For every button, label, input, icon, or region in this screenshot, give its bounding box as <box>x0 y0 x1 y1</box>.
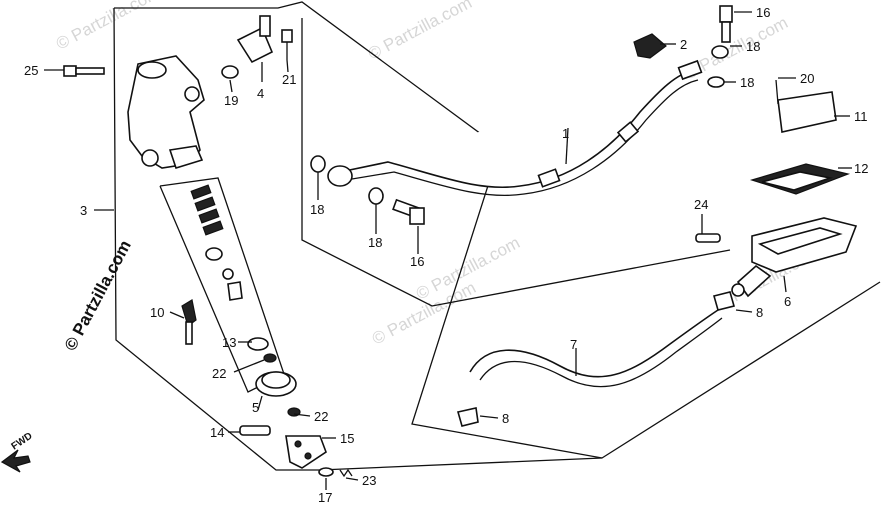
callout-13: 13 <box>222 335 236 350</box>
callout-18d: 18 <box>740 75 754 90</box>
callout-16a: 16 <box>756 5 770 20</box>
callout-7: 7 <box>570 337 577 352</box>
forward-arrow-icon <box>0 449 31 473</box>
assembly-outlines <box>113 1 881 471</box>
banjo-bolt-upper <box>633 5 733 59</box>
callout-19: 19 <box>224 93 238 108</box>
callout-18b: 18 <box>368 235 382 250</box>
master-cylinder <box>695 79 858 298</box>
slave-cylinder-body <box>127 55 205 169</box>
piston-kit <box>159 177 285 393</box>
lower-bracket <box>239 425 353 478</box>
callout-17: 17 <box>318 490 332 505</box>
banjo-bolt-lower <box>392 198 425 240</box>
callout-12: 12 <box>854 161 868 176</box>
forward-arrow: FWD <box>0 431 35 473</box>
forward-label: FWD <box>10 431 35 453</box>
callout-4: 4 <box>257 86 264 101</box>
reservoir-fitting <box>221 15 293 79</box>
callout-11: 11 <box>854 109 868 124</box>
clutch-hose <box>327 59 703 197</box>
link-line-1 <box>319 457 603 471</box>
hose-group-outline <box>301 18 731 307</box>
callout-8a: 8 <box>756 305 763 320</box>
reservoir-hose <box>456 291 735 427</box>
bolt-25 <box>63 65 105 77</box>
seals-and-boot <box>247 337 301 417</box>
washers <box>310 45 729 205</box>
callout-18c: 18 <box>746 39 760 54</box>
bleed-valve <box>181 299 197 345</box>
callout-1: 1 <box>562 126 569 141</box>
watermark-2: © Partzilla.com <box>365 0 475 64</box>
brand-label: © Partzilla.com <box>61 237 135 354</box>
callout-8b: 8 <box>502 411 509 426</box>
callout-20: 20 <box>800 71 814 86</box>
callout-6: 6 <box>784 294 791 309</box>
callout-18a: 18 <box>310 202 324 217</box>
callout-10: 10 <box>150 305 164 320</box>
leader-lines <box>44 11 852 490</box>
callout-22b: 22 <box>314 409 328 424</box>
callout-labels: 1 2 3 4 5 6 7 8 8 10 11 12 13 14 15 16 1… <box>24 5 868 505</box>
callout-5: 5 <box>252 400 259 415</box>
callout-15: 15 <box>340 431 354 446</box>
callout-25: 25 <box>24 63 38 78</box>
callout-3: 3 <box>80 203 87 218</box>
callout-2: 2 <box>680 37 687 52</box>
callout-24: 24 <box>694 197 708 212</box>
callout-23: 23 <box>362 473 376 488</box>
callout-16b: 16 <box>410 254 424 269</box>
callout-21: 21 <box>282 72 296 87</box>
left-assembly-outline <box>113 7 320 471</box>
callout-14: 14 <box>210 425 224 440</box>
callout-22a: 22 <box>212 366 226 381</box>
